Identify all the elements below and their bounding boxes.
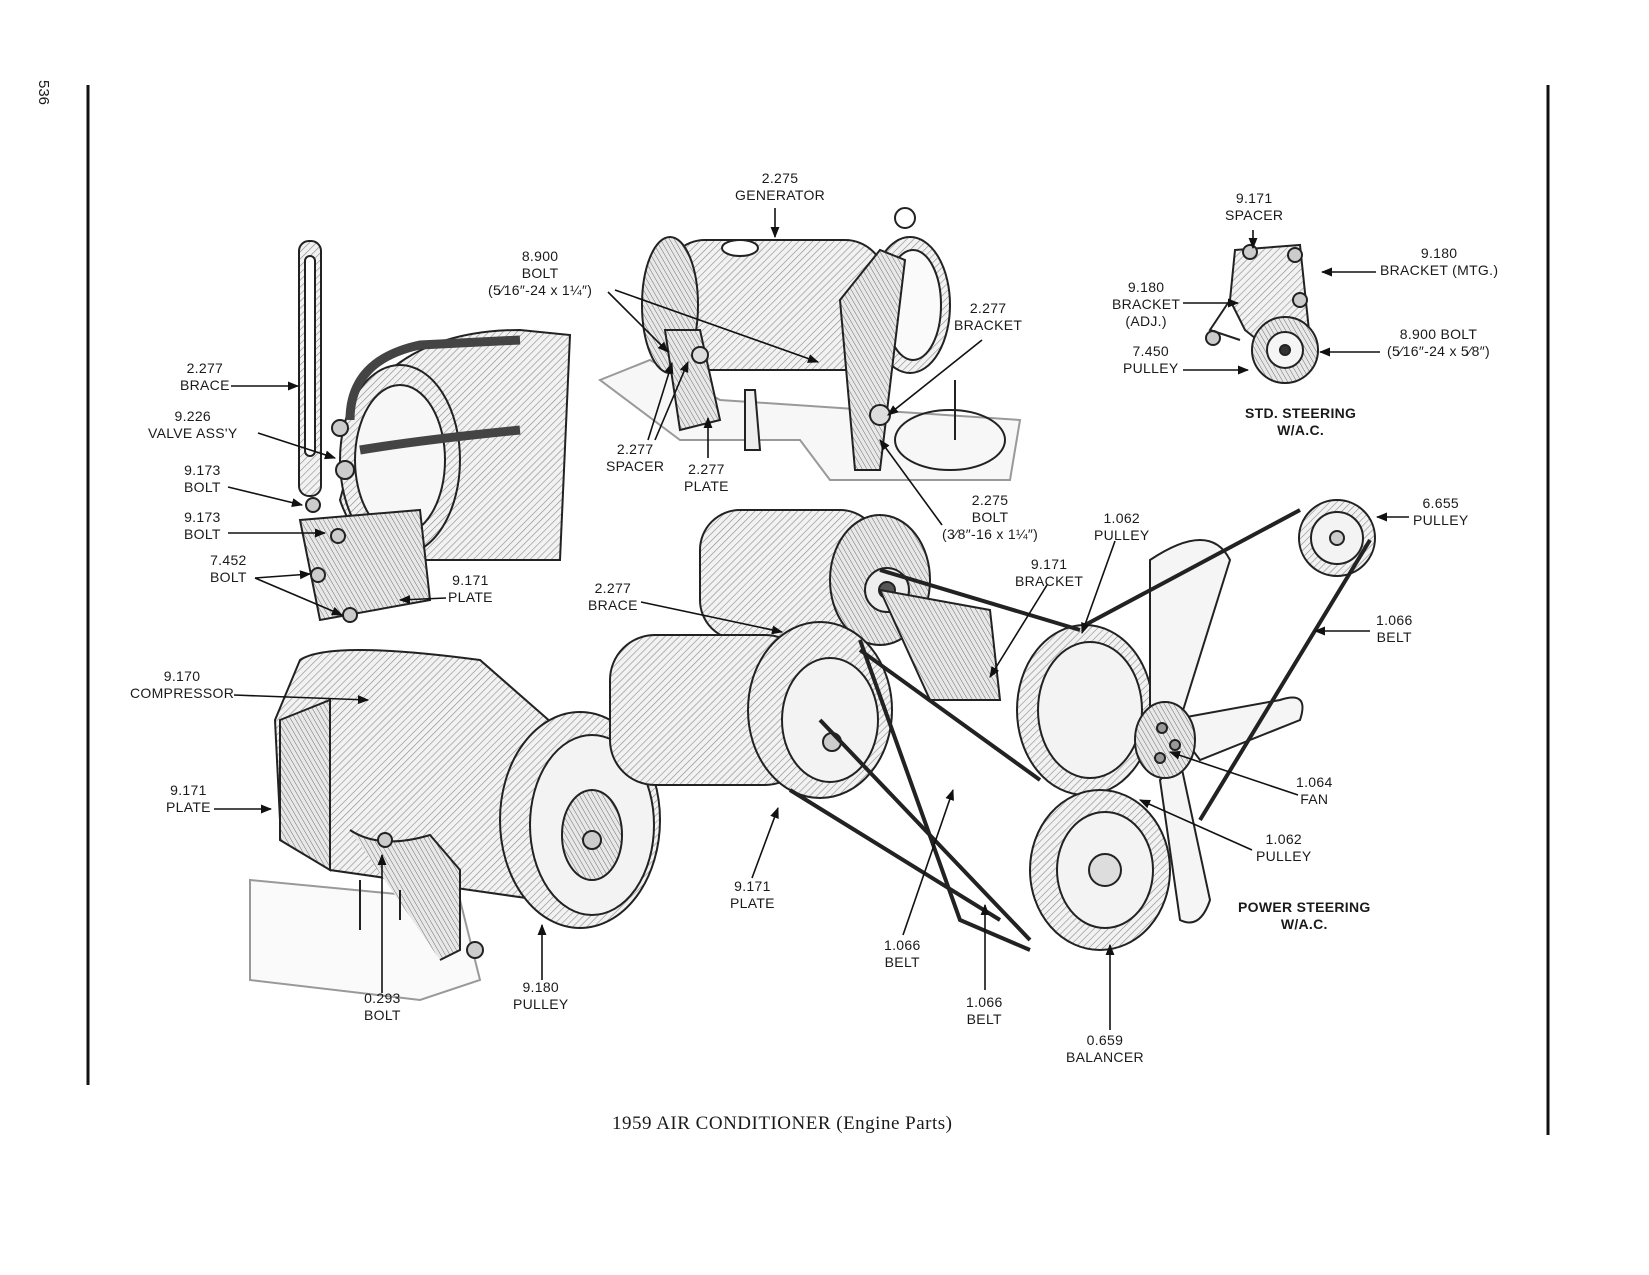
power-steering-drive-drawing	[609, 499, 1376, 952]
callout-bolt-8900-right: 8.900 BOLT(5⁄16″-24 x 5⁄8″)	[1387, 326, 1490, 359]
generator-drawing	[597, 207, 1022, 481]
std-steering-bracket-drawing	[1205, 243, 1319, 384]
valve-assembly-drawing	[298, 240, 572, 623]
compressor-drawing	[249, 649, 661, 1002]
leader-lines	[214, 208, 1409, 1030]
figure-caption: 1959 AIR CONDITIONER (Engine Parts)	[612, 1113, 953, 1134]
page-number: 536	[35, 80, 52, 106]
